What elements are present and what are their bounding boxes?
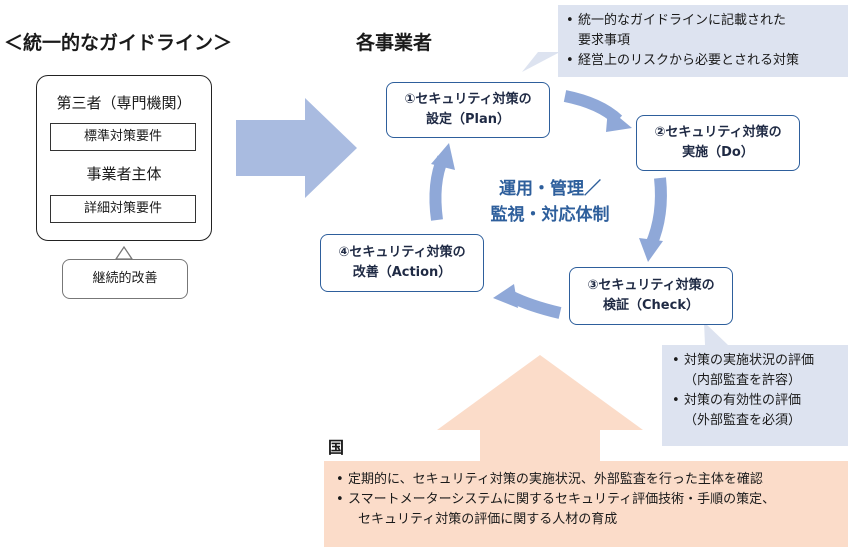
- country-up-arrow: [437, 355, 643, 461]
- big-right-arrow: [236, 98, 357, 198]
- country-label: 国: [328, 438, 345, 457]
- action-to-plan-arrowhead: [431, 143, 455, 170]
- standard-requirements-box: 標準対策要件: [50, 123, 196, 151]
- operators-title: 各事業者: [356, 32, 433, 54]
- country-item: スマートメーターシステムに関するセキュリティ評価技術・手順の策定、: [336, 490, 836, 510]
- step-plan-line2: 設定（Plan）: [425, 112, 510, 127]
- plan-callout-pointer: [522, 52, 560, 72]
- country-item: 定期的に、セキュリティ対策の実施状況、外部監査を行った主体を確認: [336, 470, 836, 490]
- operator-body-label: 事業者主体: [86, 165, 162, 183]
- check-callout: 対策の実施状況の評価（内部監査を許容） 対策の有効性の評価（外部監査を必須）: [662, 345, 848, 446]
- center-line1: 運用・管理／: [499, 179, 601, 199]
- step-do-box: ②セキュリティ対策の 実施（Do）: [636, 115, 800, 171]
- plan-callout-item: 経営上のリスクから必要とされる対策: [566, 51, 840, 71]
- check-to-action-arrowhead: [493, 284, 518, 308]
- do-to-check-arrowhead: [639, 238, 663, 262]
- check-callout-pointer: [704, 322, 728, 345]
- check-callout-item: 対策の有効性の評価（外部監査を必須）: [672, 391, 838, 431]
- step-plan-box: ①セキュリティ対策の 設定（Plan）: [386, 82, 550, 138]
- third-party-label: 第三者（専門機関）: [56, 94, 192, 112]
- country-item-continuation: セキュリティ対策の評価に関する人材の育成: [358, 512, 618, 527]
- check-callout-item: 対策の実施状況の評価（内部監査を許容）: [672, 351, 838, 391]
- check-to-action-arrow: [507, 290, 562, 319]
- guideline-title: ＜統一的なガイドライン＞: [4, 32, 233, 54]
- country-box: 定期的に、セキュリティ対策の実施状況、外部監査を行った主体を確認 スマートメータ…: [324, 461, 848, 547]
- continuous-improvement-box: 継続的改善: [62, 259, 188, 299]
- step-check-line2: 検証（Check）: [603, 298, 699, 313]
- operations-center-label: 運用・管理／ 監視・対応体制: [470, 176, 630, 228]
- step-check-line1: ③セキュリティ対策の: [587, 278, 715, 293]
- step-plan-line1: ①セキュリティ対策の: [404, 92, 532, 107]
- step-do-line1: ②セキュリティ対策の: [654, 125, 782, 140]
- action-to-plan-arrow: [429, 155, 449, 221]
- step-action-box: ④セキュリティ対策の 改善（Action）: [320, 234, 484, 292]
- center-line2: 監視・対応体制: [490, 205, 610, 225]
- continuous-pointer: [114, 245, 134, 260]
- plan-to-do-arrowhead: [606, 108, 632, 132]
- detail-requirements-box: 詳細対策要件: [50, 195, 196, 223]
- step-action-line2: 改善（Action）: [352, 265, 452, 280]
- do-to-check-arrow: [645, 177, 667, 248]
- step-action-line1: ④セキュリティ対策の: [338, 245, 466, 260]
- step-do-line2: 実施（Do）: [682, 145, 754, 160]
- step-check-box: ③セキュリティ対策の 検証（Check）: [569, 267, 733, 325]
